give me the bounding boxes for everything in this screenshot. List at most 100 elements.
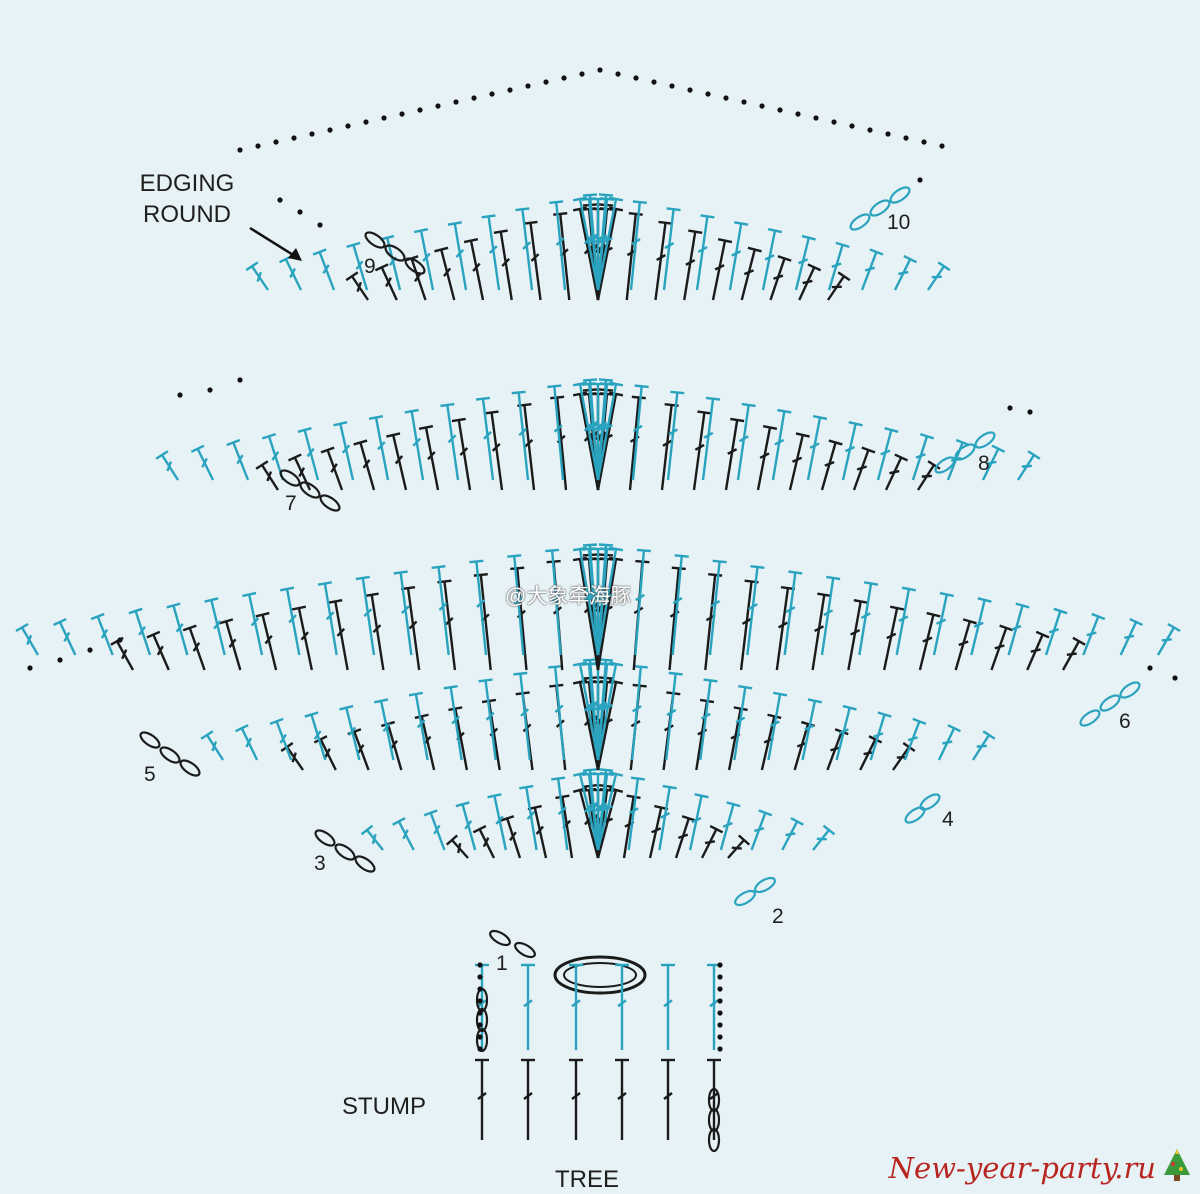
round-7-stitch bbox=[419, 426, 438, 490]
edging-dot bbox=[317, 222, 322, 227]
round-label-4: 4 bbox=[942, 808, 954, 832]
round-6-stitch bbox=[635, 550, 651, 655]
round-4-stitch bbox=[236, 725, 258, 760]
edging-dot bbox=[207, 387, 212, 392]
chain-loop bbox=[1118, 680, 1142, 701]
round-8-stitch bbox=[1018, 451, 1040, 480]
trunk-stitch-lower bbox=[475, 1060, 489, 1140]
round-10-stitch bbox=[515, 208, 532, 290]
edging-dot bbox=[237, 377, 242, 382]
round-4-stitch bbox=[632, 666, 648, 760]
edging-dot bbox=[741, 99, 746, 104]
chain-loop bbox=[158, 745, 182, 766]
round-4-stitch bbox=[973, 731, 995, 760]
round-9-stitch bbox=[405, 256, 426, 300]
edging-dot bbox=[705, 91, 710, 96]
round-6-stitch bbox=[242, 593, 262, 655]
chain-loop bbox=[888, 185, 912, 206]
edging-dot bbox=[903, 135, 908, 140]
trunk-stitch-upper bbox=[661, 965, 675, 1050]
round-4-stitch bbox=[666, 673, 682, 760]
round-5-stitch bbox=[147, 632, 169, 670]
round-label-10: 10 bbox=[887, 211, 910, 235]
trunk-stitch-upper bbox=[521, 965, 535, 1050]
round-6-stitch bbox=[91, 614, 112, 655]
round-label-6: 6 bbox=[1119, 710, 1131, 734]
round-8-stitch bbox=[227, 440, 248, 480]
round-3-stitch bbox=[482, 700, 500, 770]
round-10-stitch bbox=[763, 229, 782, 290]
site-watermark: New-year-party.ru bbox=[889, 1151, 1156, 1185]
round-9-stitch bbox=[434, 248, 454, 300]
round-3-stitch bbox=[827, 729, 848, 770]
round-7-stitch bbox=[517, 404, 534, 490]
round-4-stitch bbox=[339, 706, 359, 760]
edging-dot bbox=[777, 107, 782, 112]
edging-dot bbox=[471, 95, 476, 100]
edging-dot bbox=[507, 87, 512, 92]
edging-dot bbox=[759, 103, 764, 108]
round-4-stitch bbox=[734, 686, 752, 760]
chain-loop bbox=[138, 730, 162, 751]
edging-dot bbox=[717, 986, 722, 991]
round-2-stitch bbox=[721, 802, 740, 850]
edging-dot bbox=[669, 83, 674, 88]
round-8-stitch bbox=[369, 416, 388, 480]
edging-dot bbox=[489, 91, 494, 96]
edging-dot bbox=[717, 998, 722, 1003]
chain-loop bbox=[353, 854, 377, 875]
round-8-stitch bbox=[440, 404, 458, 480]
round-6-stitch bbox=[280, 588, 299, 655]
round-2-stitch bbox=[659, 786, 676, 850]
edging-dot bbox=[717, 974, 722, 979]
round-8-stitch bbox=[405, 410, 423, 480]
round-4-stitch bbox=[305, 713, 326, 760]
edging-dot bbox=[27, 665, 32, 670]
round-10-stitch bbox=[414, 229, 433, 290]
round-6-stitch bbox=[1121, 619, 1143, 655]
round-label-2: 2 bbox=[772, 905, 784, 929]
edging-dot bbox=[297, 209, 302, 214]
round-label-8: 8 bbox=[978, 452, 990, 476]
round-4-stitch bbox=[700, 680, 717, 760]
round-4-stitch bbox=[905, 719, 926, 760]
round-6-stitch bbox=[897, 588, 916, 655]
edging-dot bbox=[277, 197, 282, 202]
round-label-1: 1 bbox=[496, 952, 508, 976]
round-7-stitch bbox=[256, 461, 278, 490]
arrow-icon bbox=[250, 228, 298, 258]
round-10-stitch bbox=[697, 215, 714, 290]
chain-loop bbox=[313, 828, 337, 849]
round-6-stitch bbox=[16, 624, 38, 655]
round-6-stitch bbox=[1158, 624, 1180, 655]
round-10-stitch bbox=[664, 208, 681, 290]
edging-dot bbox=[477, 998, 482, 1003]
edging-dot bbox=[399, 111, 404, 116]
trunk-stitch-lower bbox=[661, 1060, 675, 1140]
edging-dot bbox=[345, 123, 350, 128]
edging-round-label: EDGING ROUND bbox=[112, 168, 262, 230]
edging-dot bbox=[543, 79, 548, 84]
edging-dot bbox=[477, 1034, 482, 1039]
round-10-stitch bbox=[482, 215, 499, 290]
round-4-stitch bbox=[513, 673, 529, 760]
round-2-stitch bbox=[362, 826, 383, 850]
round-6-stitch bbox=[971, 598, 991, 655]
round-10-stitch bbox=[313, 250, 334, 290]
chain-loop bbox=[513, 940, 537, 960]
round-2-stitch bbox=[752, 810, 772, 850]
chain-loop bbox=[903, 805, 927, 826]
edging-dot bbox=[1147, 665, 1152, 670]
edging-dot bbox=[237, 147, 242, 152]
edging-dot bbox=[921, 139, 926, 144]
trunk-stitch-lower bbox=[521, 1060, 535, 1140]
edging-dot bbox=[917, 177, 922, 182]
edging-dot bbox=[477, 1046, 482, 1051]
round-6-stitch bbox=[747, 566, 764, 655]
tree-label: TREE bbox=[555, 1166, 619, 1194]
chain-loop bbox=[178, 758, 202, 779]
round-6-stitch bbox=[205, 598, 225, 655]
trunk-stitch-lower bbox=[569, 1060, 583, 1140]
edging-dot bbox=[885, 131, 890, 136]
round-10-stitch bbox=[280, 256, 301, 290]
